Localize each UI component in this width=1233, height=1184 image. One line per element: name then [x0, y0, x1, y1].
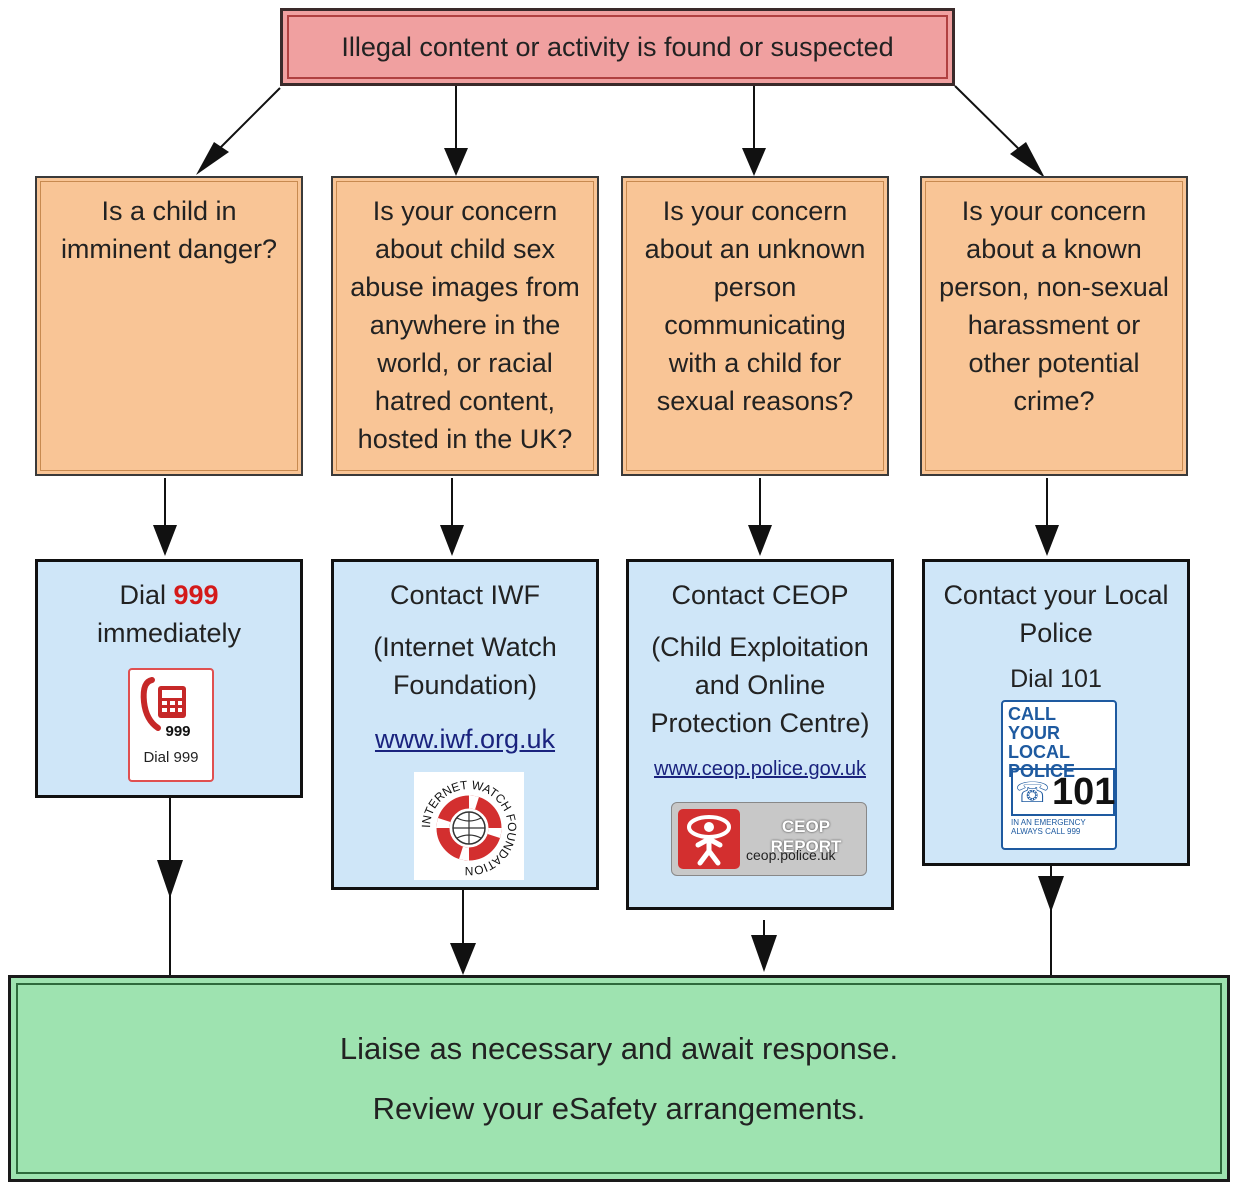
- emergency-number: 999: [173, 580, 219, 610]
- start-text: Illegal content or activity is found or …: [341, 31, 894, 62]
- police-logo-text: CALL YOUR LOCAL POLICE: [1008, 705, 1110, 781]
- question-line: Is a child in: [101, 196, 237, 226]
- question-line: world, or racial: [377, 348, 553, 378]
- question-line: anywhere in the: [369, 310, 561, 340]
- question-abuse-images: Is your concern about child sex abuse im…: [331, 176, 599, 476]
- iwf-logo: INTERNET WATCH FOUNDATION: [414, 772, 524, 880]
- question-line: about an unknown: [644, 234, 866, 264]
- question-line: person, non-sexual: [939, 272, 1169, 302]
- question-line: Is your concern: [372, 196, 558, 226]
- outcome-line1: Liaise as necessary and await response.: [339, 1030, 899, 1066]
- ceop-logo-url: ceop.police.uk: [746, 847, 836, 863]
- dial-999-logo: 999 Dial 999: [128, 668, 214, 782]
- question-line: about child sex: [374, 234, 556, 264]
- question-line: Is your concern: [961, 196, 1147, 226]
- ceop-link[interactable]: www.ceop.police.gov.uk: [654, 758, 866, 780]
- question-unknown-person: Is your concern about an unknown person …: [621, 176, 889, 476]
- question-known-person: Is your concern about a known person, no…: [920, 176, 1188, 476]
- iwf-title: Contact IWF: [389, 580, 541, 610]
- ceop-logo-title: CEOP REPORT: [770, 817, 842, 856]
- outcome-box: Liaise as necessary and await response. …: [8, 975, 1230, 1182]
- question-line: hatred content,: [374, 386, 556, 416]
- police-title2: Police: [1019, 618, 1093, 648]
- question-line: harassment or: [967, 310, 1141, 340]
- ceop-report-button[interactable]: CEOP REPORT ceop.police.uk: [671, 802, 867, 876]
- question-line: abuse images from: [350, 272, 580, 302]
- police-logo-foot: IN AN EMERGENCY: [1011, 818, 1086, 827]
- start-box: Illegal content or activity is found or …: [280, 8, 955, 86]
- question-child-danger: Is a child in imminent danger?: [35, 176, 303, 476]
- question-line: crime?: [1013, 386, 1095, 416]
- phone-icon: 999: [140, 677, 191, 740]
- police-logo-line: POLICE: [1008, 761, 1076, 781]
- iwf-link[interactable]: www.iwf.org.uk: [374, 724, 556, 754]
- question-line: about a known: [966, 234, 1142, 264]
- ceop-title: Contact CEOP: [671, 580, 849, 610]
- question-line: hosted in the UK?: [357, 424, 573, 454]
- police-number-panel: ☏ 101: [1011, 768, 1115, 816]
- dial-999-line2: immediately: [96, 618, 242, 648]
- question-line: communicating: [664, 310, 846, 340]
- police-logo-number: 101: [1052, 770, 1116, 813]
- police-logo-footer: IN AN EMERGENCY ALWAYS CALL 999: [1011, 818, 1111, 836]
- action-contact-iwf: Contact IWF (Internet Watch Foundation) …: [331, 559, 599, 890]
- dial-prefix: Dial: [119, 580, 174, 610]
- logo-999-caption: Dial 999: [143, 749, 199, 766]
- ceop-sub3: Protection Centre): [650, 708, 870, 738]
- action-dial-999: Dial 999 immediately 999 Dial 999: [35, 559, 303, 798]
- question-line: other potential: [968, 348, 1140, 378]
- action-contact-police: Contact your Local Police Dial 101 CALL …: [922, 559, 1190, 866]
- question-line: with a child for: [668, 348, 842, 378]
- dial-999-heading: Dial 999: [38, 576, 300, 614]
- outcome-line2: Review your eSafety arrangements.: [372, 1090, 866, 1126]
- action-contact-ceop: Contact CEOP (Child Exploitation and Onl…: [626, 559, 894, 910]
- question-line: person: [713, 272, 797, 302]
- ceop-sub1: (Child Exploitation: [651, 632, 869, 662]
- arrowhead-1: [196, 142, 229, 175]
- question-line: imminent danger?: [60, 234, 278, 264]
- ceop-eye-icon: [678, 809, 740, 869]
- logo-999-number: 999: [165, 723, 190, 740]
- police-dial: Dial 101: [1010, 665, 1102, 693]
- ceop-sub2: and Online: [694, 670, 826, 700]
- lifebuoy-icon: INTERNET WATCH FOUNDATION: [419, 778, 519, 878]
- police-logo-line: CALL YOUR: [1008, 704, 1061, 743]
- iwf-sub1: (Internet Watch: [373, 632, 557, 662]
- police-logo-foot: ALWAYS CALL 999: [1011, 827, 1081, 836]
- police-101-logo: CALL YOUR LOCAL POLICE ☏ 101 IN AN EMERG…: [1001, 700, 1117, 850]
- iwf-sub2: Foundation): [392, 670, 538, 700]
- question-line: sexual reasons?: [656, 386, 854, 416]
- handset-icon: ☏: [1015, 776, 1051, 808]
- police-logo-line: LOCAL: [1008, 742, 1070, 762]
- question-line: Is your concern: [662, 196, 848, 226]
- police-title1: Contact your Local: [943, 580, 1169, 610]
